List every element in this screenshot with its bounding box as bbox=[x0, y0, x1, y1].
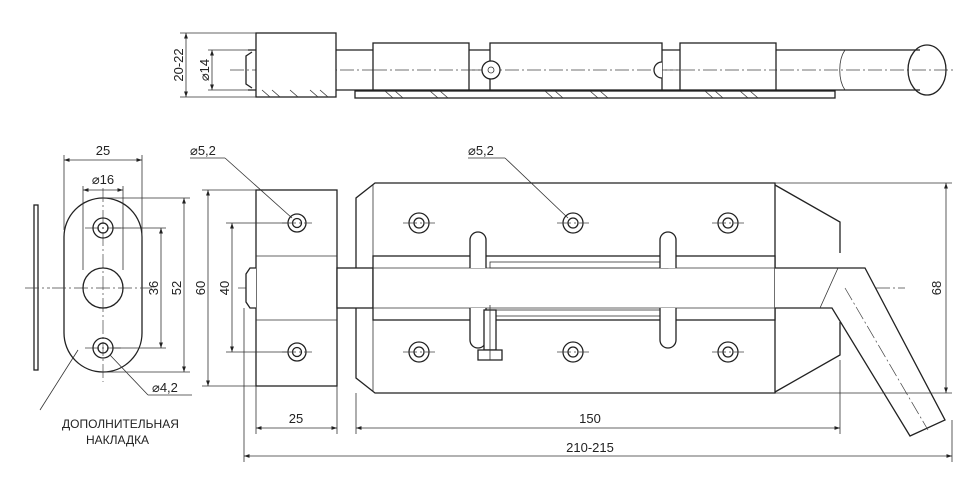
dim-pad-hole-small: ⌀4,2 bbox=[152, 380, 178, 395]
dim-pad-width: 25 bbox=[96, 143, 110, 158]
dim-block-hole: ⌀5,2 bbox=[190, 143, 216, 158]
pad-note-line2: НАКЛАДКА bbox=[86, 433, 149, 447]
top-view: 20-22 ⌀14 bbox=[171, 32, 955, 99]
dim-pad-hole-big: ⌀16 bbox=[92, 172, 114, 187]
dim-total-length: 210-215 bbox=[566, 440, 614, 455]
pad-note-line1: ДОПОЛНИТЕЛЬНАЯ bbox=[62, 417, 179, 431]
dim-top-height: 20-22 bbox=[171, 48, 186, 81]
plate-holes bbox=[403, 212, 744, 363]
dim-rod-diameter: ⌀14 bbox=[197, 59, 212, 81]
front-view: ⌀5,2 ⌀5,2 60 40 25 150 210-215 6 bbox=[190, 143, 953, 462]
dim-plate-height: 68 bbox=[929, 281, 944, 295]
dim-pad-height: 52 bbox=[169, 281, 184, 295]
dim-plate-hole: ⌀5,2 bbox=[468, 143, 494, 158]
dim-pad-spacing: 36 bbox=[146, 281, 161, 295]
dim-block-height: 60 bbox=[193, 281, 208, 295]
dim-block-spacing: 40 bbox=[217, 281, 232, 295]
dim-plate-length: 150 bbox=[579, 411, 601, 426]
dim-block-width: 25 bbox=[289, 411, 303, 426]
additional-pad-view: 25 ⌀16 36 52 ⌀4,2 ДОПОЛНИТЕЛЬНАЯ НАКЛАДК… bbox=[25, 143, 192, 447]
